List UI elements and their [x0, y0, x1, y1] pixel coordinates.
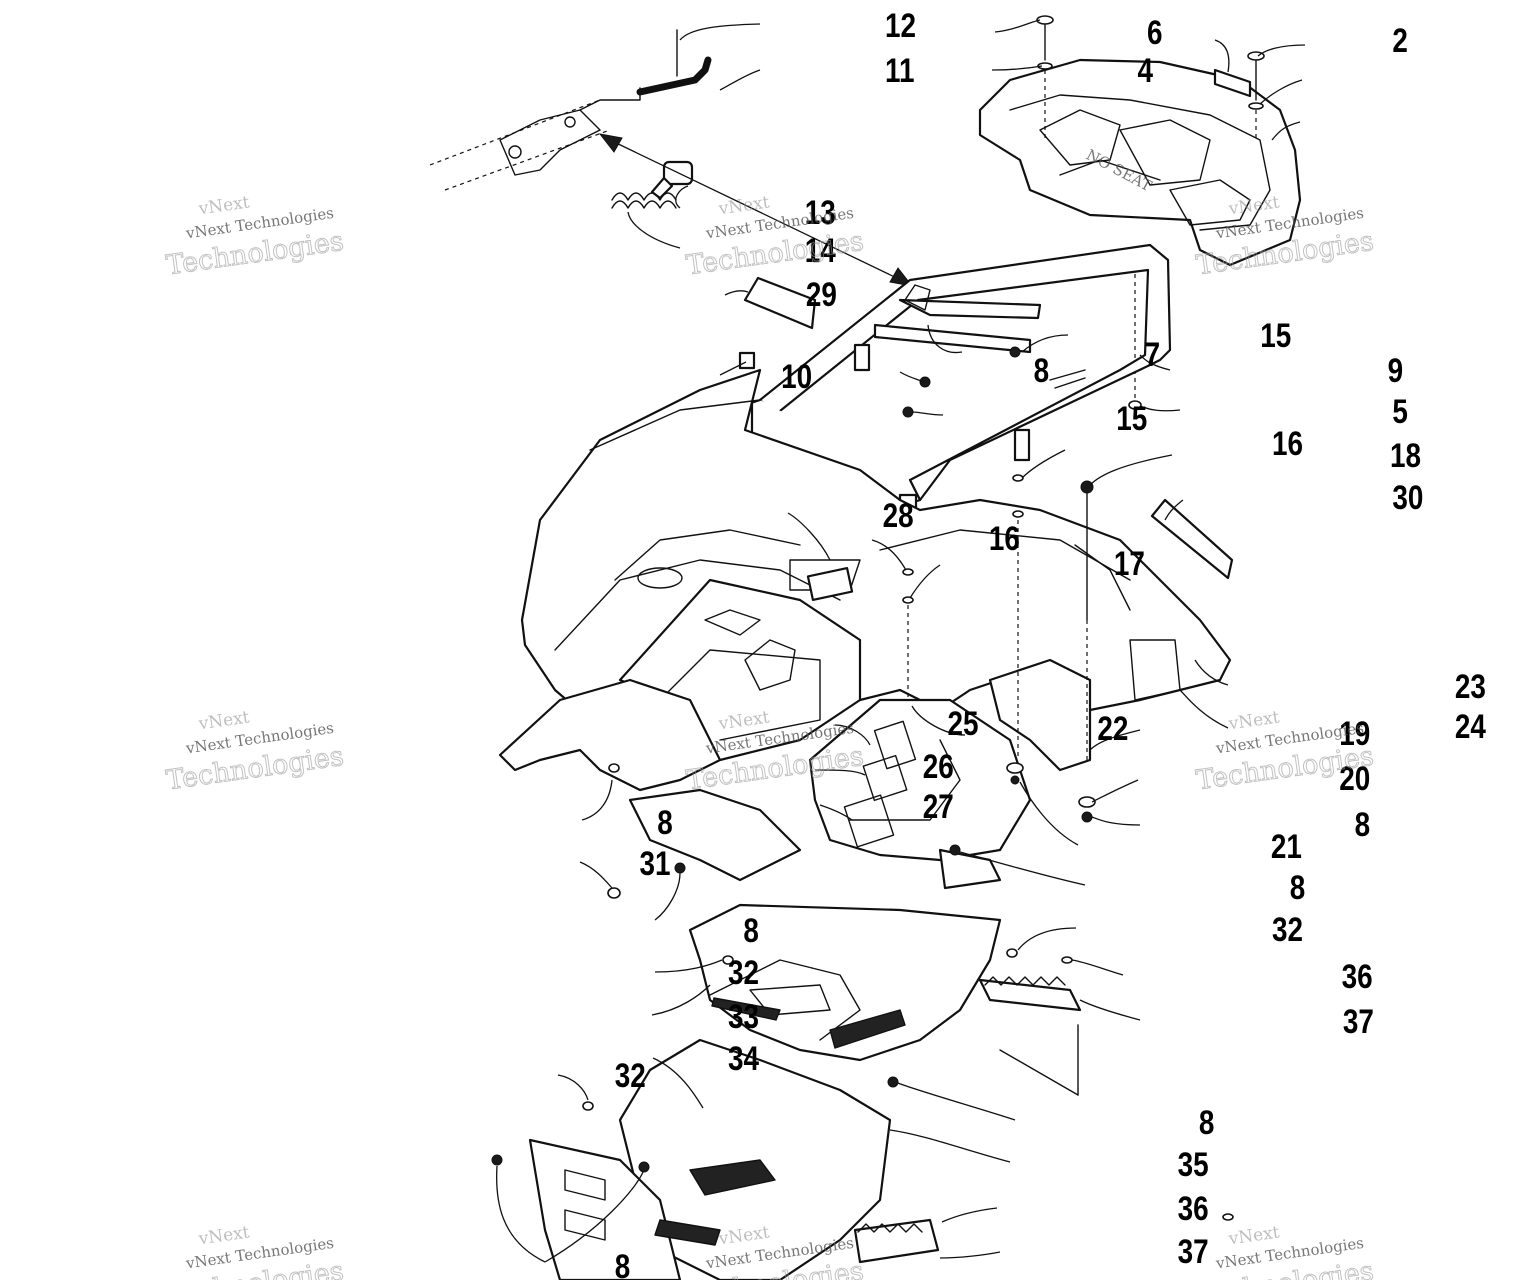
callout-8: 8: [615, 1247, 631, 1280]
callout-15: 15: [1260, 316, 1291, 354]
callout-32: 32: [615, 1056, 646, 1094]
callout-32: 32: [728, 953, 759, 991]
callout-36: 36: [1178, 1189, 1209, 1227]
callout-8: 8: [1034, 351, 1050, 389]
callout-11: 11: [885, 51, 914, 89]
footrest-grip-lower: [654, 1159, 776, 1246]
callout-34: 34: [728, 1039, 760, 1077]
callout-32: 32: [1272, 910, 1303, 948]
callout-22: 22: [1097, 709, 1128, 747]
rack-cover: NO SEAT: [978, 58, 1302, 267]
callout-4: 4: [1138, 51, 1154, 89]
footwell-lower: [528, 1038, 940, 1280]
rack-hardware: [1036, 15, 1265, 410]
watermark-tile: vNext vNext Technologies Technologies: [1194, 1222, 1376, 1280]
callout-9: 9: [1388, 351, 1404, 389]
callout-10: 10: [781, 357, 812, 395]
callout-18: 18: [1390, 436, 1421, 474]
footwell-upper: [688, 903, 1082, 1062]
callout-27: 27: [923, 787, 954, 825]
callout-28: 28: [883, 496, 914, 534]
callout-13: 13: [805, 193, 836, 231]
callout-14: 14: [805, 231, 837, 269]
callout-30: 30: [1392, 478, 1423, 516]
callout-26: 26: [923, 747, 954, 785]
callout-15: 15: [1116, 399, 1147, 437]
callout-16: 16: [989, 519, 1020, 557]
callout-6: 6: [1147, 13, 1163, 51]
callout-17: 17: [1114, 544, 1145, 582]
callout-8: 8: [1290, 868, 1306, 906]
callout-33: 33: [728, 997, 759, 1035]
callout-36: 36: [1342, 957, 1373, 995]
callout-20: 20: [1339, 759, 1370, 797]
callout-23: 23: [1455, 667, 1486, 705]
hitch-pin-assembly: [636, 29, 712, 96]
callout-24: 24: [1455, 707, 1487, 745]
callout-16: 16: [1272, 424, 1303, 462]
callout-31: 31: [640, 844, 671, 882]
callout-8: 8: [1199, 1103, 1215, 1141]
front-fender-lower: [498, 658, 1092, 890]
callouts: 1 2 3 4 4 5 6 7 8 8 8 8 8 8 8 8 9 10 11 …: [615, 6, 1487, 1280]
decals: [743, 276, 1234, 601]
callout-37: 37: [1178, 1232, 1209, 1270]
leader-lines: [496, 19, 1306, 1263]
callout-8: 8: [657, 803, 673, 841]
spring-knob-assembly: [611, 160, 694, 209]
callout-12: 12: [885, 6, 916, 44]
callout-7: 7: [1145, 335, 1161, 373]
watermark-tile: vNext vNext Technologies Technologies: [164, 707, 346, 796]
watermark-tile: vNext vNext Technologies Technologies: [164, 192, 346, 281]
callout-19: 19: [1339, 714, 1370, 752]
watermark-tile: vNext vNext Technologies Technologies: [164, 1222, 346, 1280]
hardware-fasteners: [491, 346, 1234, 1221]
callout-21: 21: [1271, 827, 1302, 865]
callout-2: 2: [1392, 21, 1408, 59]
callout-8: 8: [1355, 805, 1371, 843]
callout-8: 8: [743, 911, 759, 949]
callout-37: 37: [1343, 1002, 1374, 1040]
callout-5: 5: [1392, 392, 1408, 430]
callout-35: 35: [1178, 1145, 1209, 1183]
footrest-grip-upper: [711, 997, 906, 1049]
callout-25: 25: [948, 704, 979, 742]
callout-29: 29: [806, 275, 837, 313]
watermark-tile: vNext vNext Technologies Technologies: [684, 192, 866, 281]
